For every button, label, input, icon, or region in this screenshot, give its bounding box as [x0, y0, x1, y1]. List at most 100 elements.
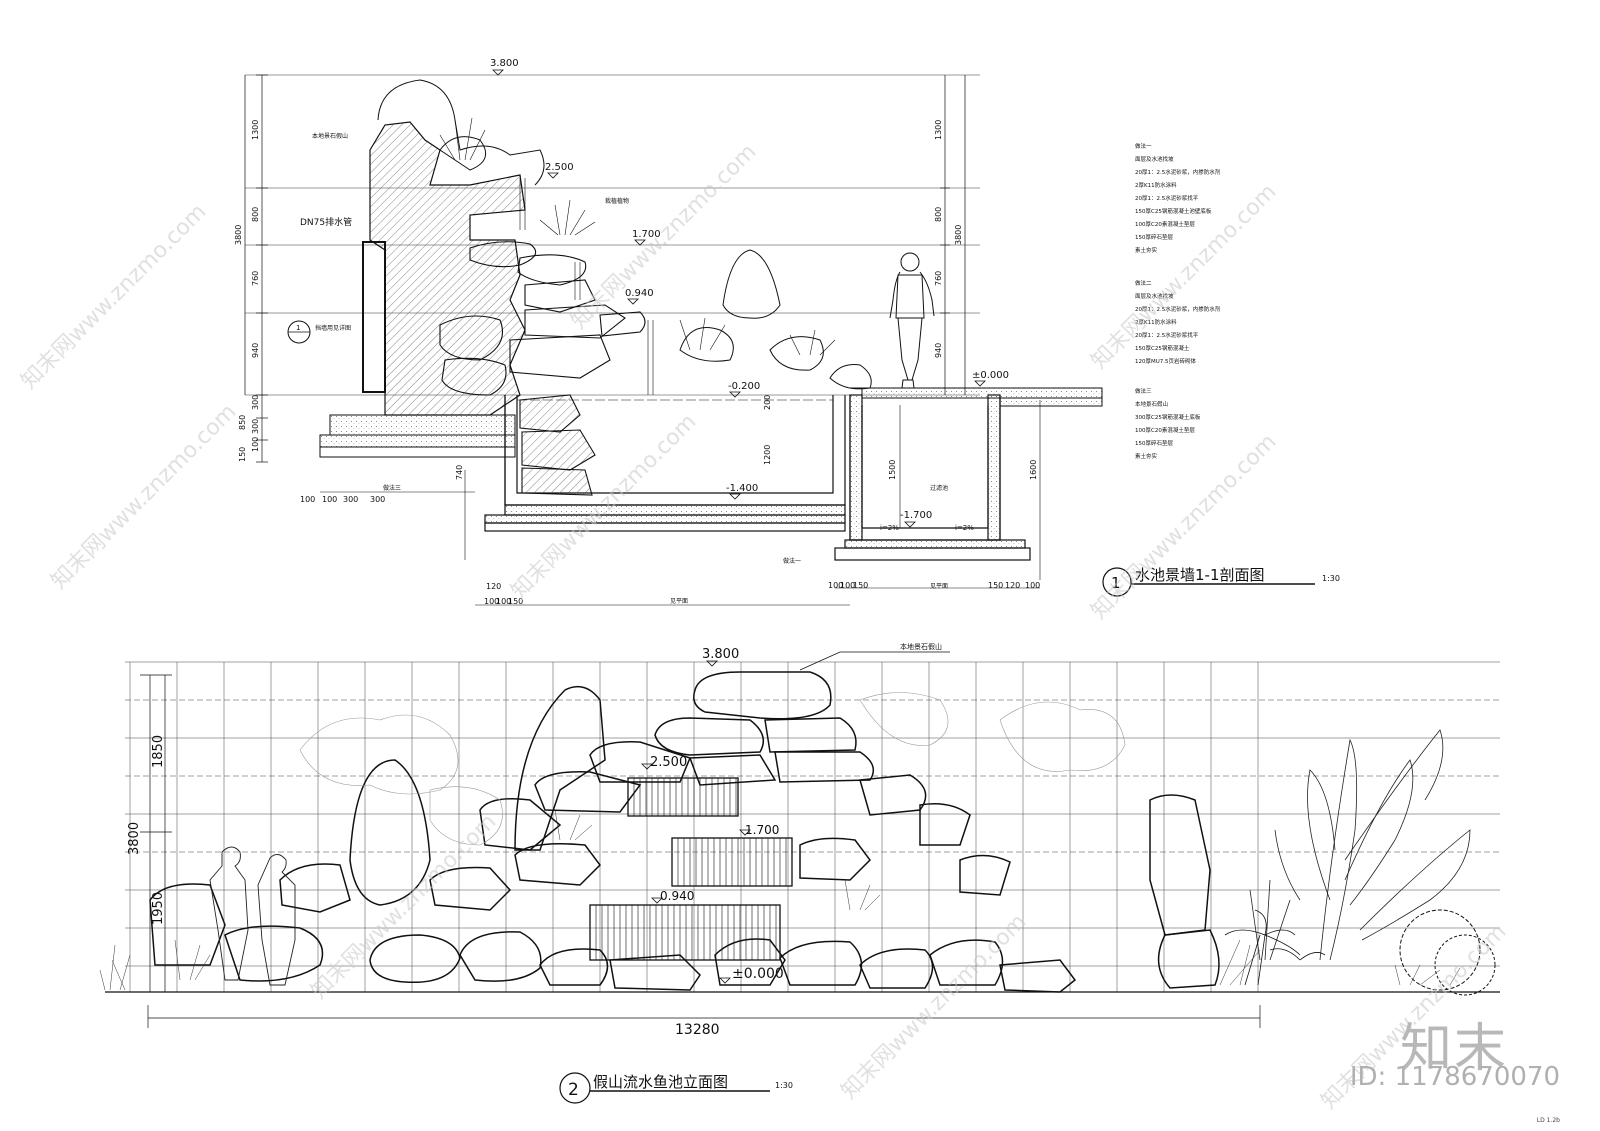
svg-text:做法三: 做法三: [1135, 387, 1152, 395]
s2-scale: 1:30: [775, 1081, 793, 1090]
section-2-labels: 3.800 2.500 1.700 0.940 ±0.000 本地景石假山 18…: [127, 642, 942, 1100]
svg-text:300: 300: [251, 395, 260, 410]
svg-text:740: 740: [455, 465, 464, 480]
s1-scale: 1:30: [1322, 574, 1340, 583]
svg-text:20厚1：2.5水泥砂浆，内掺防水剂: 20厚1：2.5水泥砂浆，内掺防水剂: [1135, 305, 1221, 313]
s1-title: 水池景墙1-1剖面图: [1135, 566, 1265, 584]
s2-level-ground: ±0.000: [732, 966, 784, 982]
svg-text:20厚1：2.5水泥砂浆找平: 20厚1：2.5水泥砂浆找平: [1135, 194, 1199, 202]
s2-level-upper: 1.700: [745, 823, 779, 837]
s1-level-water: -0.200: [728, 381, 760, 392]
pool-stones: [519, 394, 596, 496]
svg-text:1200: 1200: [763, 445, 772, 465]
svg-text:850: 850: [238, 415, 247, 430]
svg-text:100厚C20素混凝土垫层: 100厚C20素混凝土垫层: [1135, 220, 1195, 228]
grasses-elevation: [99, 809, 1461, 991]
s1-label-paving1: 做法一: [783, 557, 801, 565]
level-triangles: [492, 69, 986, 528]
elevation-dims: [140, 674, 1261, 1028]
svg-text:做法二: 做法二: [1135, 279, 1152, 287]
s1-right-dims: 1300 800 760 940 3800: [934, 120, 963, 358]
s1-slope-a: i=2%: [880, 524, 899, 532]
elev-level-triangles: [641, 660, 751, 984]
svg-text:1300: 1300: [934, 120, 943, 140]
svg-text:100: 100: [1025, 581, 1040, 590]
svg-text:150厚C25钢筋混凝土池壁底板: 150厚C25钢筋混凝土池壁底板: [1135, 207, 1212, 215]
s2-number: 2: [568, 1080, 579, 1100]
svg-text:知末网www.znzmo.com: 知末网www.znzmo.com: [837, 909, 1032, 1104]
svg-text:800: 800: [251, 207, 260, 222]
shrub-ball: [1399, 909, 1496, 996]
svg-text:100: 100: [322, 495, 337, 504]
s1-ref-number: 1: [296, 324, 300, 332]
s1-slope-b: i=2%: [955, 524, 974, 532]
svg-text:760: 760: [251, 271, 260, 286]
sheet-reference: LD 1.2b: [1536, 1117, 1560, 1124]
svg-text:150: 150: [508, 597, 523, 606]
svg-text:素土夯实: 素土夯实: [1135, 246, 1158, 254]
s2-label-rockery: 本地景石假山: [900, 642, 942, 651]
construction-notes: 做法一 面层及水池找坡 20厚1：2.5水泥砂浆，内掺防水剂 2厚K11防水涂料…: [1135, 142, 1221, 460]
s2-dim-upper: 1850: [151, 735, 166, 768]
svg-text:120: 120: [1005, 581, 1020, 590]
svg-text:200: 200: [763, 395, 772, 410]
small-palm: [1224, 909, 1326, 986]
s2-dim-lower: 1950: [151, 892, 166, 925]
banana-plant: [1249, 729, 1471, 961]
svg-text:2厚K11防水涂料: 2厚K11防水涂料: [1135, 318, 1177, 326]
svg-text:1600: 1600: [1029, 460, 1038, 480]
svg-text:100厚C20素混凝土垫层: 100厚C20素混凝土垫层: [1135, 426, 1195, 434]
svg-text:1500: 1500: [888, 460, 897, 480]
svg-text:100: 100: [484, 597, 499, 606]
wall-footing: [329, 414, 516, 436]
s1-level-ground: ±0.000: [972, 370, 1009, 381]
bottom-dims: [320, 400, 1041, 606]
s1-right-total: 3800: [954, 225, 963, 245]
left-dimension-chain: [244, 74, 268, 463]
s1-label-plants: 栽植植物: [605, 197, 629, 205]
s1-bottom-dims: 100 100 300 300 120 100 100 150 见平面 100 …: [300, 495, 1040, 606]
svg-text:100: 100: [840, 581, 855, 590]
svg-text:见平面: 见平面: [930, 583, 948, 590]
svg-text:知末网www.znzmo.com: 知末网www.znzmo.com: [47, 399, 242, 594]
s1-number: 1: [1111, 574, 1121, 592]
svg-text:做法一: 做法一: [1135, 142, 1152, 150]
section-1-labels: 3.800 2.500 1.700 0.940 ±0.000 -0.200 -1…: [234, 58, 1340, 606]
svg-text:素土夯实: 素土夯实: [1135, 452, 1158, 460]
waterfalls-elevation: [589, 777, 793, 961]
svg-text:300: 300: [251, 419, 260, 434]
s1-level-mid: 2.500: [545, 162, 574, 173]
s2-dim-total: 3800: [127, 822, 142, 855]
section-2-number-circle: [559, 1072, 591, 1104]
svg-text:100: 100: [828, 581, 843, 590]
svg-text:120: 120: [486, 582, 501, 591]
drain-pipe: [362, 241, 386, 393]
svg-text:知末网www.znzmo.com: 知末网www.znzmo.com: [567, 139, 762, 334]
s1-left-dims: 1300 800 760 940 300 850 300 100 150 380…: [234, 120, 260, 462]
upright-stone: [722, 249, 781, 319]
svg-text:150厚碎石垫层: 150厚碎石垫层: [1135, 233, 1173, 241]
s1-level-lower-pool: 0.940: [625, 288, 654, 299]
s2-level-lower: 0.940: [660, 889, 694, 903]
s1-label-wall: 挡墙用见详图: [315, 324, 351, 332]
s2-dim-width: 13280: [675, 1022, 720, 1038]
level-lines: [245, 74, 980, 396]
svg-text:940: 940: [934, 343, 943, 358]
human-figure: [889, 252, 935, 389]
s2-title: 假山流水鱼池立面图: [593, 1073, 728, 1091]
section-1: [244, 69, 1315, 606]
rock-top: [377, 79, 545, 186]
people-elevation: [209, 846, 296, 986]
svg-text:300: 300: [343, 495, 358, 504]
document-id: ID: 1178670070: [1349, 1062, 1560, 1092]
svg-text:150: 150: [853, 581, 868, 590]
svg-text:100: 100: [251, 437, 260, 452]
svg-text:20厚1：2.5水泥砂浆，内掺防水剂: 20厚1：2.5水泥砂浆，内掺防水剂: [1135, 168, 1221, 176]
svg-text:760: 760: [934, 271, 943, 286]
svg-text:知末网www.znzmo.com: 知末网www.znzmo.com: [17, 199, 212, 394]
plants-section: [439, 117, 836, 356]
background-plants: [299, 692, 1126, 846]
svg-text:120厚MU7.5页岩砖砌体: 120厚MU7.5页岩砖砌体: [1135, 357, 1197, 365]
svg-text:2厚K11防水涂料: 2厚K11防水涂料: [1135, 181, 1177, 189]
